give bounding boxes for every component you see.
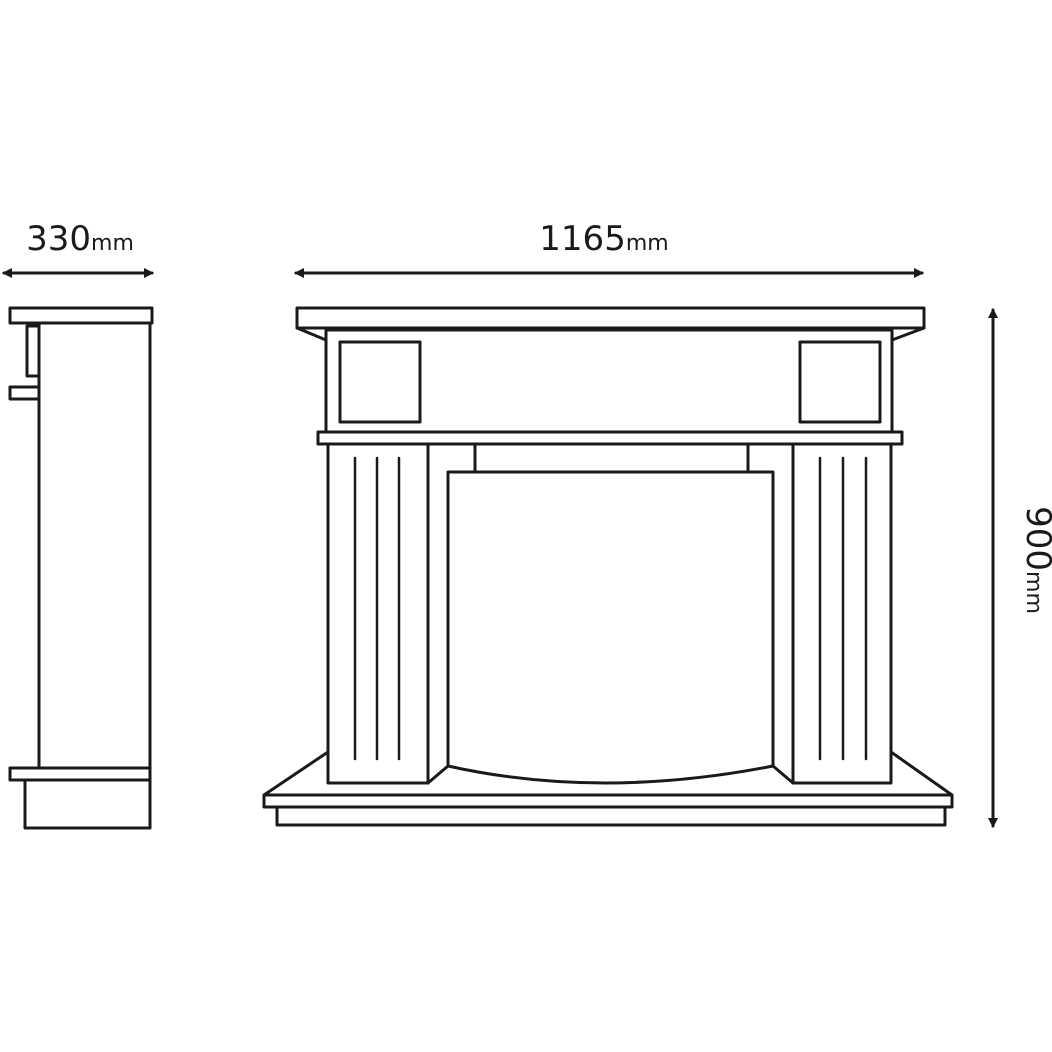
mantel-band [316, 430, 904, 446]
side-plinth [23, 778, 152, 830]
hearth-recess [426, 764, 795, 785]
height-label: 900mm [1018, 506, 1052, 614]
side-hearth [8, 766, 152, 782]
fire-opening [446, 470, 775, 768]
pillar-flutes [353, 456, 868, 761]
side-mantel-band [8, 385, 41, 401]
side-body [37, 321, 152, 770]
frieze-panel-right [798, 340, 882, 424]
side-shelf [8, 306, 154, 325]
shelf-bevel [295, 326, 926, 342]
canopy-sides [473, 442, 750, 474]
frieze [324, 328, 894, 434]
mantel-shelf [295, 306, 926, 330]
hearth-plinth [275, 805, 947, 827]
frieze-panel-left [338, 340, 422, 424]
front-view [262, 306, 954, 827]
hearth-bevel [262, 750, 954, 797]
side-frieze [25, 324, 41, 378]
depth-label: 330mm [26, 219, 134, 259]
fire-opening-curve [446, 764, 775, 785]
side-view [8, 306, 154, 830]
hearth-slab [262, 793, 954, 809]
width-label: 1165mm [539, 219, 668, 259]
inner-frame [426, 442, 795, 785]
